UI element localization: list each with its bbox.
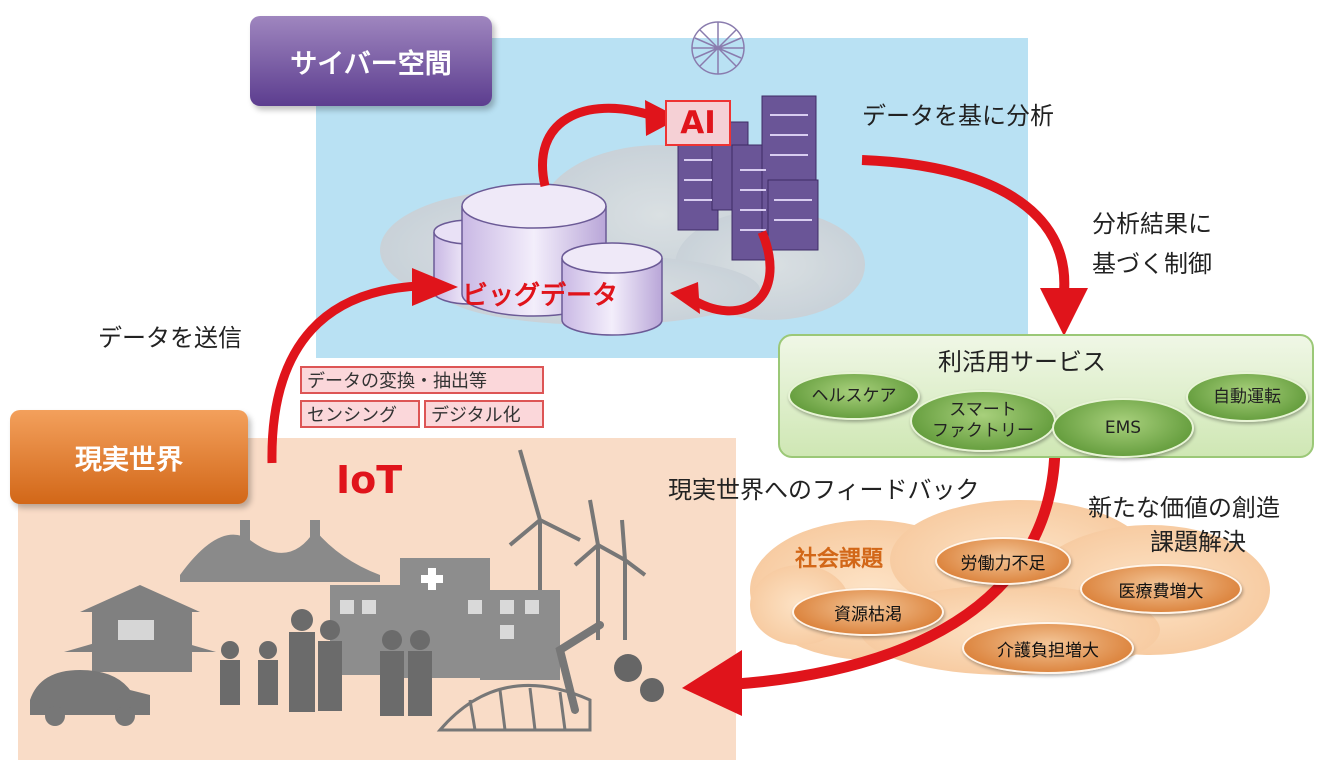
issue-medical-cost: 医療費増大 bbox=[1080, 564, 1242, 614]
issue-resource-depletion: 資源枯渇 bbox=[792, 588, 944, 636]
cyber-space-tag: サイバー空間 bbox=[250, 16, 492, 106]
control-caption-line2: 基づく制御 bbox=[1092, 250, 1212, 278]
step-digital: デジタル化 bbox=[424, 400, 544, 428]
wind-turbines bbox=[508, 449, 647, 640]
step-convert: データの変換・抽出等 bbox=[300, 366, 544, 394]
control-caption-line1: 分析結果に bbox=[1092, 210, 1212, 238]
robot-arm bbox=[555, 621, 604, 714]
service-ems: EMS bbox=[1052, 398, 1194, 458]
service-autonomous-driving: 自動運転 bbox=[1186, 372, 1308, 422]
iot-label: IoT bbox=[336, 458, 403, 502]
feedback-arrow bbox=[699, 449, 1061, 692]
send-arrow bbox=[267, 281, 421, 464]
hospital-windows bbox=[340, 600, 539, 639]
cycle-arrows bbox=[538, 103, 775, 316]
issue-care-burden: 介護負担増大 bbox=[962, 622, 1134, 674]
hospital-cross bbox=[421, 568, 443, 590]
value-caption-line2: 課題解決 bbox=[1150, 528, 1246, 556]
people bbox=[220, 609, 432, 716]
feedback-arrow-head bbox=[682, 650, 742, 716]
database-cylinders bbox=[433, 183, 663, 336]
bridge bbox=[180, 520, 380, 582]
ai-label: AI bbox=[665, 100, 731, 146]
cycle-arrow-head-2 bbox=[670, 282, 700, 314]
analyze-caption: データを基に分析 bbox=[862, 102, 1054, 130]
value-caption-line1: 新たな価値の創造 bbox=[1088, 494, 1280, 522]
house-window bbox=[118, 620, 154, 640]
gears-icon bbox=[614, 654, 664, 702]
service-healthcare: ヘルスケア bbox=[788, 372, 920, 420]
services-title: 利活用サービス bbox=[938, 348, 1106, 376]
issue-labor-shortage: 労働力不足 bbox=[935, 537, 1071, 585]
send-arrow-head bbox=[412, 268, 458, 306]
bigdata-label: ビッグデータ bbox=[462, 281, 619, 311]
house bbox=[64, 585, 216, 672]
real-world-tag: 現実世界 bbox=[10, 410, 248, 504]
analyze-arrow bbox=[861, 155, 1070, 293]
car bbox=[30, 670, 150, 726]
step-sensing: センシング bbox=[300, 400, 420, 428]
network-globe-icon bbox=[691, 21, 745, 75]
analyze-arrow-head bbox=[1040, 288, 1088, 336]
social-issues-title: 社会課題 bbox=[795, 547, 884, 572]
greenhouse bbox=[436, 683, 592, 732]
send-caption: データを送信 bbox=[98, 324, 242, 352]
cycle-arrow-head-1 bbox=[645, 100, 680, 136]
service-smart-factory: スマート ファクトリー bbox=[910, 390, 1056, 452]
feedback-caption: 現実世界へのフィードバック bbox=[668, 476, 980, 504]
